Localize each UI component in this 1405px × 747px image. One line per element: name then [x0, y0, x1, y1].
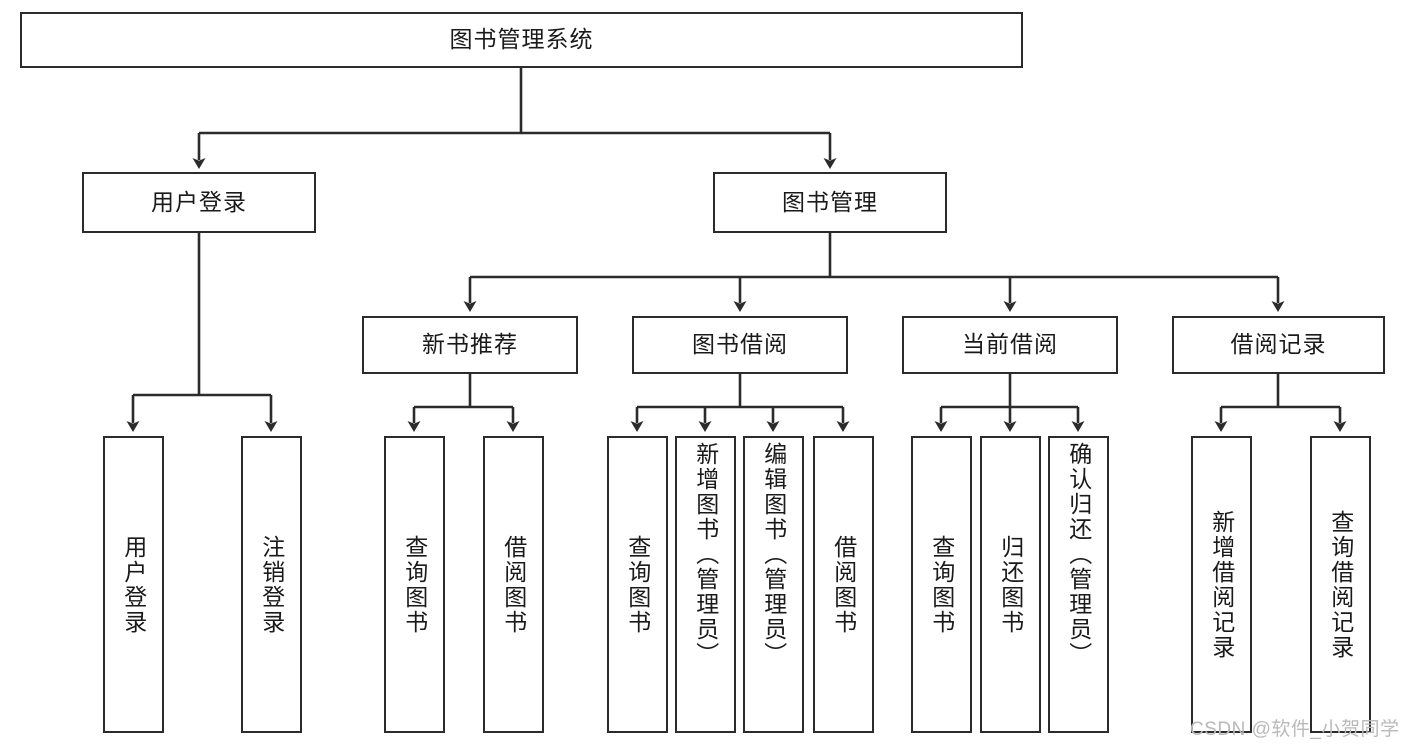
node-leaf-add-book[interactable]: 新增图书（管理员）: [675, 436, 736, 733]
node-leaf-add-record[interactable]: 新增借阅记录: [1191, 436, 1252, 733]
node-borrow-record-label: 借阅记录: [1230, 331, 1327, 358]
node-leaf-user-login[interactable]: 用户登录: [103, 436, 164, 733]
node-leaf-add-book-label: 新增图书（管理员）: [692, 442, 719, 667]
node-leaf-confirm-return-label: 确认归还（管理员）: [1065, 442, 1092, 667]
node-leaf-query-book-2-label: 查询图书: [624, 534, 651, 635]
watermark-text: CSDN @软件_小贺同学: [1190, 719, 1400, 740]
node-leaf-borrow-book-1-label: 借阅图书: [500, 534, 527, 635]
node-leaf-query-book-3[interactable]: 查询图书: [911, 436, 972, 733]
node-new-book-recommend[interactable]: 新书推荐: [362, 316, 578, 374]
node-user-login[interactable]: 用户登录: [82, 172, 316, 233]
node-leaf-borrow-book-1[interactable]: 借阅图书: [483, 436, 544, 733]
node-leaf-logout[interactable]: 注销登录: [241, 436, 302, 733]
node-book-borrow[interactable]: 图书借阅: [632, 316, 848, 374]
node-leaf-query-book-3-label: 查询图书: [928, 534, 955, 635]
node-new-book-recommend-label: 新书推荐: [422, 331, 518, 358]
node-leaf-query-book-2[interactable]: 查询图书: [607, 436, 668, 733]
node-leaf-return-book-label: 归还图书: [997, 534, 1024, 635]
node-leaf-edit-book[interactable]: 编辑图书（管理员）: [743, 436, 804, 733]
node-leaf-borrow-book-2-label: 借阅图书: [830, 534, 857, 635]
node-leaf-return-book[interactable]: 归还图书: [980, 436, 1041, 733]
node-current-borrow[interactable]: 当前借阅: [902, 316, 1118, 374]
node-leaf-logout-label: 注销登录: [258, 534, 285, 635]
node-leaf-query-book-1[interactable]: 查询图书: [384, 436, 445, 733]
node-book-borrow-label: 图书借阅: [692, 331, 788, 358]
node-root-label: 图书管理系统: [449, 26, 594, 53]
node-leaf-query-record[interactable]: 查询借阅记录: [1310, 436, 1371, 733]
node-leaf-confirm-return[interactable]: 确认归还（管理员）: [1048, 436, 1109, 733]
node-borrow-record[interactable]: 借阅记录: [1172, 316, 1385, 374]
node-leaf-borrow-book-2[interactable]: 借阅图书: [813, 436, 874, 733]
node-leaf-add-record-label: 新增借阅记录: [1208, 509, 1235, 660]
node-leaf-user-login-label: 用户登录: [120, 534, 147, 635]
node-current-borrow-label: 当前借阅: [962, 331, 1058, 358]
node-leaf-edit-book-label: 编辑图书（管理员）: [760, 442, 787, 667]
node-root[interactable]: 图书管理系统: [20, 12, 1023, 68]
node-book-manage-label: 图书管理: [782, 188, 878, 215]
node-leaf-query-book-1-label: 查询图书: [401, 534, 428, 635]
node-leaf-query-record-label: 查询借阅记录: [1327, 509, 1354, 660]
node-user-login-label: 用户登录: [151, 188, 247, 215]
node-book-manage[interactable]: 图书管理: [713, 172, 947, 233]
